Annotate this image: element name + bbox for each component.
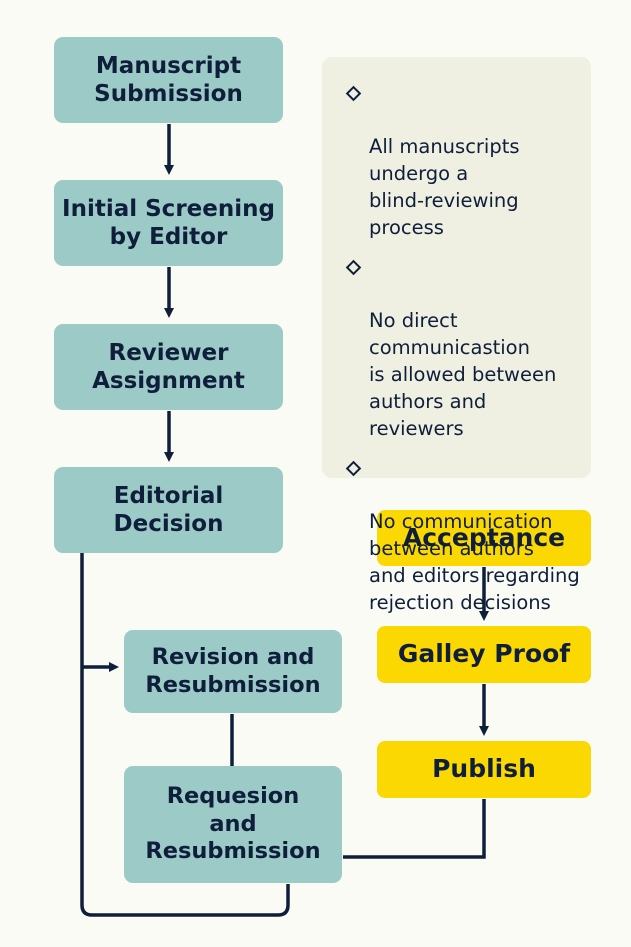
policy-notes-panel: All manuscripts undergo a blind-reviewin… — [322, 57, 591, 614]
diamond-bullet-icon — [345, 85, 362, 102]
reviewer-assignment-box: Reviewer Assignment — [54, 324, 283, 410]
note-item: No communication between authors and edi… — [345, 454, 581, 616]
revision-resubmission-box: Revision and Resubmission — [124, 630, 342, 713]
galley-proof-box: Galley Proof — [377, 626, 591, 683]
publish-box: Publish — [377, 741, 591, 798]
loop-decision-to-revision — [80, 553, 290, 917]
requesion-resubmission-box: Requesion and Resubmission — [124, 766, 342, 883]
diamond-bullet-icon — [345, 259, 362, 276]
note-text: All manuscripts undergo a blind-reviewin… — [369, 135, 520, 239]
editorial-decision-box: Editorial Decision — [54, 467, 283, 553]
note-item: No direct communicastion is allowed betw… — [345, 253, 581, 442]
acceptance-box: Acceptance — [377, 510, 591, 566]
note-text: No direct communicastion is allowed betw… — [369, 309, 557, 440]
note-item: All manuscripts undergo a blind-reviewin… — [345, 79, 581, 241]
line-requesion-to-publish — [343, 799, 486, 859]
manuscript-submission-box: Manuscript Submission — [54, 37, 283, 123]
note-text: No communication between authors and edi… — [369, 510, 580, 614]
initial-screening-box: Initial Screening by Editor — [54, 180, 283, 266]
diamond-bullet-icon — [345, 460, 362, 477]
